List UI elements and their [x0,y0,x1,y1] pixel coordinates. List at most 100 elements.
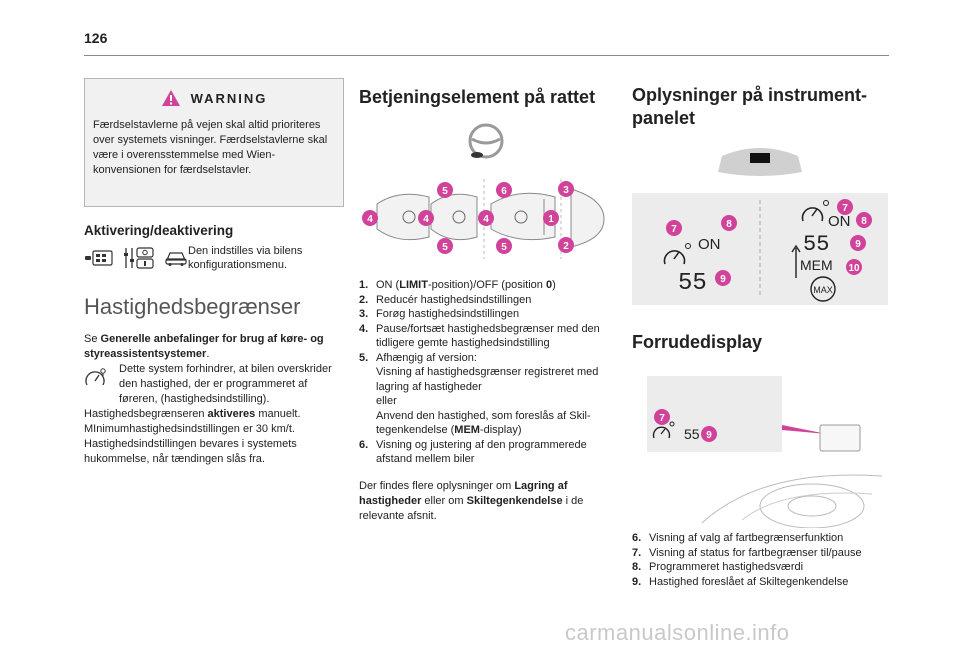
hud-item-7: 7.Visning af status for fartbegrænser ti… [632,546,862,559]
svg-text:7: 7 [842,203,848,214]
svg-text:4: 4 [423,214,429,225]
callout-10: 10 [846,259,862,275]
callout-4b: 4 [418,210,434,226]
windscreen-display-figure: 55 7 9 [647,376,883,529]
right-on-text: ON [828,213,851,230]
see-suffix: . [206,348,210,360]
svg-text:2: 2 [563,241,569,252]
svg-text:7: 7 [659,413,665,424]
legend-item-2: 2.Reducér hastighedsindstillingen [359,293,532,306]
lever-left [376,193,430,241]
column-right: Oplysninger på instrument- panelet ON 55 [632,78,888,589]
activation-heading: Aktivering/deaktivering [84,223,234,238]
callout-5a: 5 [437,182,453,198]
steering-controls-figure: 4 4 5 5 4 6 5 1 3 2 [362,123,605,259]
callout-5c: 5 [496,238,512,254]
svg-text:6: 6 [501,186,507,197]
left-on-text: ON [698,236,721,253]
hud-projection-beam [782,425,827,434]
instrument-panel-figure: ON 55 ON 55 MEM MAX 7 8 9 7 8 9 10 [632,148,888,305]
hud-legend: 6.Visning af valg af fartbegrænserfunkti… [632,531,888,589]
legend-item-4: 4.Pause/fortsæt hastighedsbegrænser med … [359,322,600,350]
column-middle: Betjeningselement på rattet 4 4 [359,78,614,524]
callout-7-hud: 7 [654,409,670,425]
legend-item-6: 6.Visning og justering af den programmer… [359,438,587,466]
svg-text:9: 9 [855,239,861,250]
display-screen-icon [85,250,113,266]
more-info: Der findes flere oplysninger om Lagring … [359,479,584,522]
right-display: ON 55 MEM MAX [791,200,851,302]
cluster-thumbnail [718,148,802,176]
svg-text:5: 5 [442,186,448,197]
callout-6: 6 [496,182,512,198]
legend-item-5: 5. Afhængig af version: Visning af hasti… [359,351,599,437]
callout-9-left: 9 [715,270,731,286]
svg-text:7: 7 [671,224,677,235]
watermark: carmanualsonline.info [565,620,790,645]
settings-sliders-icon [124,247,154,269]
see-prefix: Se [84,333,98,345]
p2-bold: aktiveres [207,408,256,420]
warning-triangle-icon [161,90,180,106]
warning-box: WARNING Færdselstavlerne på vejen skal a… [84,78,344,207]
column-left: WARNING Færdselstavlerne på vejen skal a… [84,78,344,467]
top-rule [84,55,889,56]
hud-item-6: 6.Visning af valg af fartbegrænserfunkti… [632,532,844,544]
svg-text:5: 5 [501,242,507,253]
svg-text:9: 9 [706,430,712,441]
svg-text:4: 4 [367,214,373,225]
callout-9-right: 9 [850,235,866,251]
callout-3: 3 [558,181,574,197]
speedometer-icon [663,243,691,265]
svg-text:8: 8 [726,219,732,230]
warning-header: WARNING [93,89,335,107]
speedometer-icon [652,421,675,439]
page-number: 126 [84,30,108,46]
dashboard-sketch [701,424,883,529]
mem-text: MEM [800,257,833,273]
callout-9-hud: 9 [701,426,717,442]
speed-limiter-heading: Hastighedsbegrænser [84,294,301,319]
left-speed-text: 55 [678,270,707,297]
svg-text:3: 3 [563,185,569,196]
activation-row: Den indstilles via bilens konfigurations… [84,244,344,272]
see-reference: Se Generelle anbefalinger for brug af kø… [84,332,344,362]
callout-4a: 4 [362,210,378,226]
legend-item-1: 1. ON (LIMIT-position)/OFF (position 0) [359,279,556,291]
limiter-p3: MInimumhastighedsindstillingen er 30 km/… [84,423,295,435]
limiter-p4: Hastighedsindstillingen bevares i system… [84,438,297,465]
speedometer-icon [85,368,106,386]
callout-8-left: 8 [721,215,737,231]
car-icon [165,252,187,266]
max-text: MAX [813,285,833,295]
steering-wheel-icon [468,123,504,159]
right-speed-text: 55 [803,232,829,257]
hud-heading: Forrudedisplay [632,332,763,352]
svg-text:5: 5 [442,242,448,253]
hud-item-8: 8.Programmeret hastighedsværdi [632,561,804,573]
warning-text: Færdselstavlerne på vejen skal altid pri… [93,119,328,176]
lever-middle-left [430,193,478,241]
callout-7-right: 7 [837,199,853,215]
speedometer-icon [801,200,829,222]
activation-note: Den indstilles via bilens konfigurations… [188,245,303,271]
callout-2: 2 [558,237,574,253]
callout-1: 1 [543,210,559,226]
limiter-description: Dette system forhindrer, at bilen oversk… [84,362,344,407]
svg-text:9: 9 [720,274,726,285]
steering-heading: Betjeningselement på rattet [359,87,596,107]
callout-4c: 4 [478,210,494,226]
svg-text:4: 4 [483,214,489,225]
svg-text:8: 8 [861,216,867,227]
activation-icons [84,244,188,270]
left-display: ON 55 [663,236,721,297]
instrument-heading: Oplysninger på instrument- panelet [632,85,868,128]
lever-right [570,188,605,248]
hud-item-9: 9.Hastighed foreslået af Skiltegenkendel… [632,575,849,588]
legend-item-3: 3.Forøg hastighedsindstillingen [359,308,520,320]
svg-text:10: 10 [848,263,860,274]
callout-8-right: 8 [856,212,872,228]
hud-speed: 55 [684,426,700,442]
warning-title: WARNING [190,90,268,106]
svg-text:1: 1 [548,214,554,225]
